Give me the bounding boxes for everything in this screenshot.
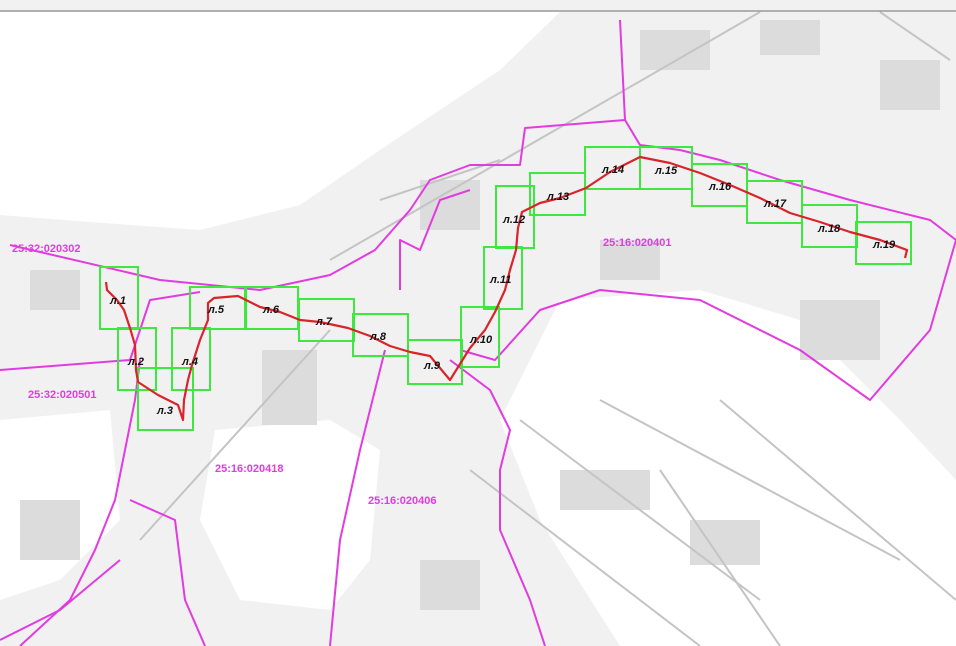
sheet-frame xyxy=(495,185,535,249)
block xyxy=(880,60,940,110)
sheet-label: л.3 xyxy=(156,405,173,417)
cadastral-label: 25:32:020302 xyxy=(12,243,81,255)
block xyxy=(262,350,317,425)
sheet-label: л.6 xyxy=(262,304,280,316)
sheet-label: л.2 xyxy=(127,356,144,368)
sheet-label: л.13 xyxy=(546,191,569,203)
boundary-north xyxy=(9,19,626,291)
sheet-label: л.10 xyxy=(469,334,493,346)
boundary-west xyxy=(0,291,201,371)
road xyxy=(139,329,331,541)
boundary-loop xyxy=(399,189,471,290)
sheet-frame xyxy=(137,367,194,431)
road xyxy=(879,11,951,61)
block xyxy=(420,180,480,230)
sheet-frames xyxy=(99,146,912,431)
sheet-label: л.16 xyxy=(708,181,732,193)
block xyxy=(760,20,820,55)
sheet-frame xyxy=(746,180,803,224)
sheet-label: л.4 xyxy=(181,356,198,368)
road xyxy=(659,469,781,646)
cadastral-label: 25:16:020406 xyxy=(368,495,437,507)
sheet-label: л.1 xyxy=(109,295,126,307)
cadastral-label: 25:16:020418 xyxy=(215,463,284,475)
block xyxy=(640,30,710,70)
sheet-labels: л.1 л.2 л.3 л.4 л.5 л.6 л.7 л.8 л.9 л.10 л.11 л.12 л… xyxy=(109,164,896,417)
sheet-frame xyxy=(529,172,586,216)
road xyxy=(719,399,956,601)
road xyxy=(599,399,901,561)
sheet-label: л.14 xyxy=(601,164,624,176)
cadastral-labels: 25:32:020302 25:32:020501 25:16:020418 2… xyxy=(12,237,672,507)
block xyxy=(560,470,650,510)
sheet-label: л.11 xyxy=(489,274,511,286)
boundary-east xyxy=(459,119,956,401)
block xyxy=(20,500,80,560)
block xyxy=(30,270,80,310)
block xyxy=(600,240,660,280)
road xyxy=(519,419,761,601)
block xyxy=(420,560,480,610)
sheet-label: л.7 xyxy=(315,316,333,328)
sheet-frame xyxy=(855,221,912,265)
cadastral-label: 25:16:020401 xyxy=(603,237,672,249)
sheet-label: л.17 xyxy=(763,198,787,210)
block xyxy=(800,300,880,360)
north-open-area xyxy=(0,12,560,230)
sheet-label: л.19 xyxy=(872,239,896,251)
sheet-label: л.12 xyxy=(502,214,525,226)
urban-blocks xyxy=(20,20,940,610)
road xyxy=(469,469,701,646)
center-open-area xyxy=(200,420,380,610)
sheet-label: л.18 xyxy=(817,223,841,235)
route-line xyxy=(104,155,909,422)
cadastral-boundaries xyxy=(0,19,956,646)
boundary-mid xyxy=(129,499,206,646)
sheet-frame xyxy=(460,306,500,368)
road xyxy=(379,159,501,201)
boundary-inner xyxy=(329,349,386,646)
sheet-label: л.5 xyxy=(207,304,225,316)
sheet-label: л.9 xyxy=(423,360,441,372)
boundary-sw xyxy=(0,559,121,641)
sheet-frame xyxy=(352,313,409,357)
block xyxy=(690,520,760,565)
sheet-label: л.8 xyxy=(369,331,387,343)
boundary-south xyxy=(449,359,546,646)
sheet-label: л.15 xyxy=(654,165,678,177)
cadastral-label: 25:32:020501 xyxy=(28,389,97,401)
